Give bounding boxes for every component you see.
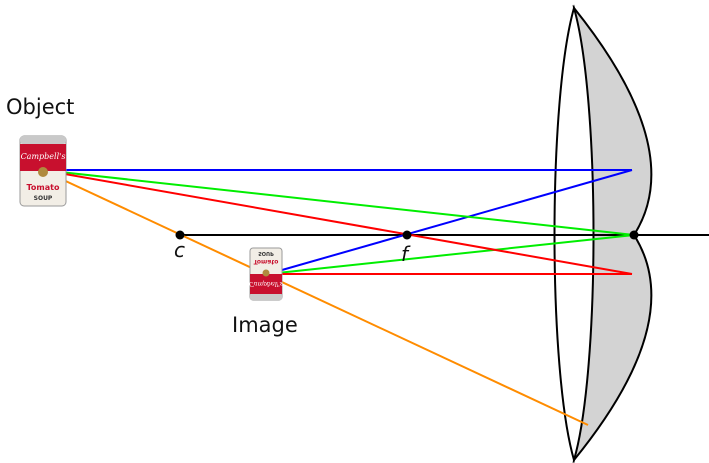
image-can-variety: Tomato bbox=[254, 258, 279, 265]
image-label: Image bbox=[232, 313, 298, 337]
vertex-point bbox=[629, 230, 639, 240]
image-can-brand: Campbell's bbox=[249, 280, 283, 287]
ray-green-reflected bbox=[267, 234, 635, 275]
object-can-brand: Campbell's bbox=[21, 152, 66, 161]
center-point bbox=[175, 230, 185, 240]
ray-orange bbox=[41, 169, 589, 426]
image-soup-can: Campbell's Tomato SOUP bbox=[249, 247, 283, 301]
object-can-kind: SOUP bbox=[34, 195, 53, 202]
ray-blue-reflected bbox=[267, 169, 633, 275]
ray-green-incident bbox=[41, 169, 635, 236]
object-can-medallion bbox=[38, 167, 48, 177]
focal-point bbox=[402, 230, 412, 240]
object-soup-can: Campbell's Tomato SOUP bbox=[19, 135, 67, 207]
object-can-variety: Tomato bbox=[27, 183, 60, 192]
focal-label: f bbox=[401, 242, 411, 266]
rays bbox=[41, 169, 635, 426]
ray-red-incident bbox=[41, 169, 633, 275]
center-label: c bbox=[174, 238, 185, 262]
object-label: Object bbox=[6, 95, 74, 119]
image-can-kind: SOUP bbox=[258, 250, 274, 256]
